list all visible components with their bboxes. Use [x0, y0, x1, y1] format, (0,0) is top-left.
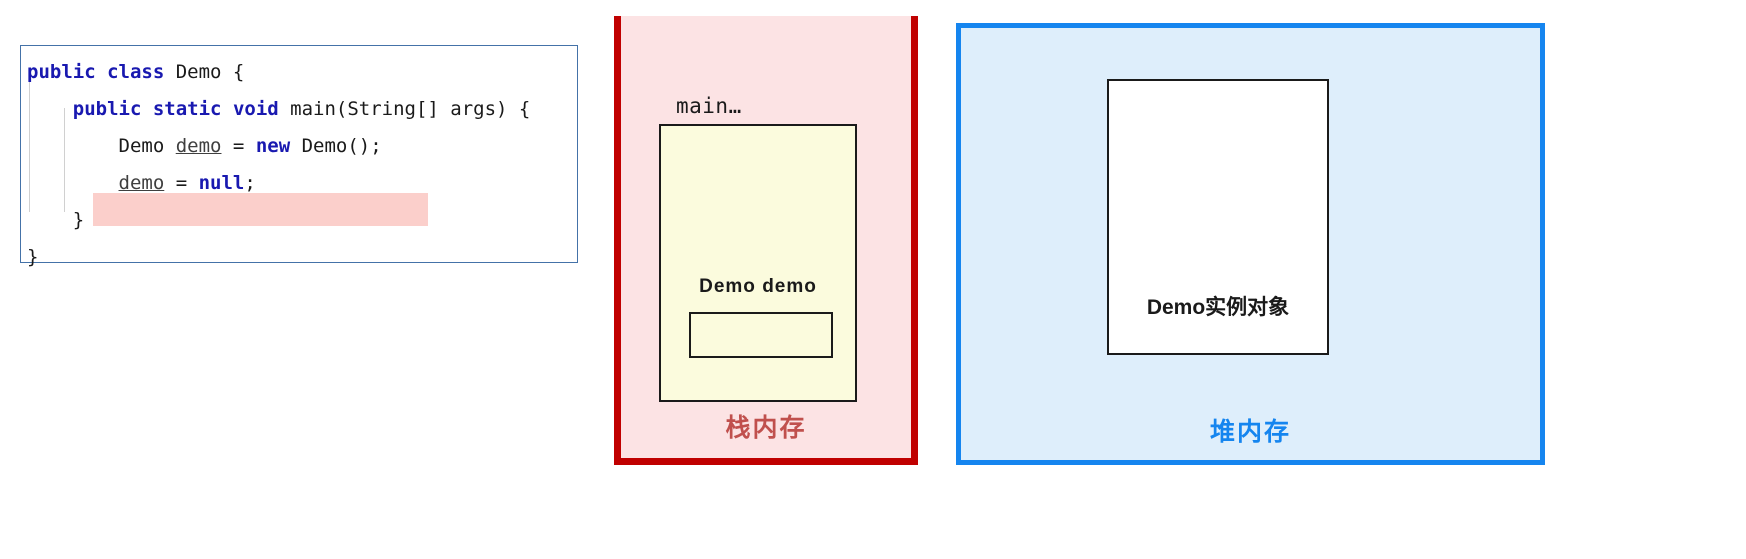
code-token: class [107, 61, 165, 83]
code-token: null [198, 172, 245, 194]
code-token: demo [118, 172, 165, 194]
code-line: } [27, 202, 530, 239]
code-line: public class Demo { [27, 54, 530, 91]
code-token [141, 98, 152, 120]
code-token [96, 61, 107, 83]
code-indent [27, 209, 73, 231]
stack-frame-title: main… [676, 94, 742, 118]
source-code-block[interactable]: public class Demo { public static void m… [21, 46, 530, 276]
stack-variable-value-box [689, 312, 833, 358]
code-token: static [152, 98, 222, 120]
code-token: } [72, 209, 85, 231]
code-indent [27, 172, 119, 194]
code-token: demo [175, 135, 222, 157]
code-line: } [27, 239, 530, 276]
heap-object-box: Demo实例对象 [1107, 79, 1329, 355]
code-token: void [232, 98, 279, 120]
code-token: public [72, 98, 142, 120]
highlighted-code-line-background [93, 193, 428, 226]
code-token: Demo { [164, 61, 245, 83]
indent-guide-level-1 [29, 72, 30, 212]
code-token: Demo(); [290, 135, 382, 157]
code-token: new [255, 135, 291, 157]
code-line: public static void main(String[] args) { [27, 91, 531, 128]
code-token: } [27, 246, 39, 268]
stack-memory-caption: 栈内存 [725, 414, 807, 442]
heap-memory-panel: Demo实例对象 堆内存 [956, 23, 1545, 465]
code-token [222, 98, 233, 120]
heap-object-label: Demo实例对象 [1146, 296, 1290, 319]
indent-guide-level-2 [64, 108, 65, 212]
code-indent [27, 98, 73, 120]
code-indent [27, 135, 119, 157]
code-token: = [164, 172, 199, 194]
code-token: main(String[] args) { [278, 98, 531, 120]
heap-memory-caption: 堆内存 [1209, 418, 1291, 446]
code-line: Demo demo = new Demo(); [27, 128, 530, 165]
stack-frame-box: Demo demo [659, 124, 857, 402]
stack-variable-label: Demo demo [699, 276, 817, 297]
code-editor-panel: public class Demo { public static void m… [20, 45, 578, 268]
code-token: Demo [118, 135, 176, 157]
code-token: public [27, 61, 96, 83]
stack-memory-panel: main… Demo demo 栈内存 [614, 16, 918, 465]
code-token: ; [244, 172, 256, 194]
code-token: = [221, 135, 256, 157]
code-line: demo = null; [27, 165, 530, 202]
